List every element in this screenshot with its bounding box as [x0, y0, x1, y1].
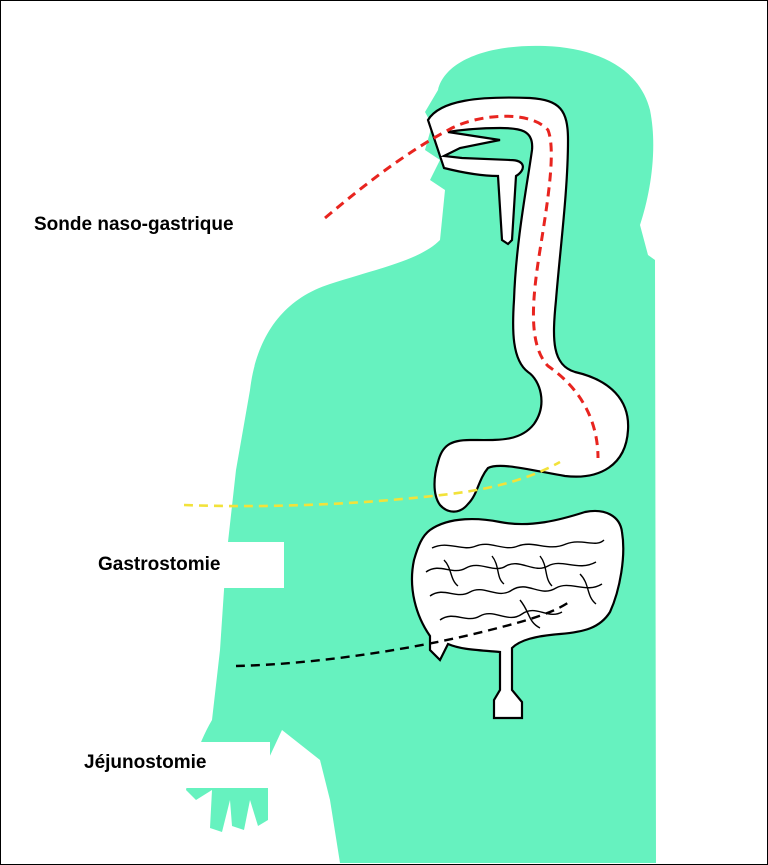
- label-gastrostomy: Gastrostomie: [78, 542, 284, 588]
- label-naso-gastric: Sonde naso-gastrique: [34, 214, 238, 236]
- label-jejunostomy: Jéjunostomie: [64, 742, 270, 788]
